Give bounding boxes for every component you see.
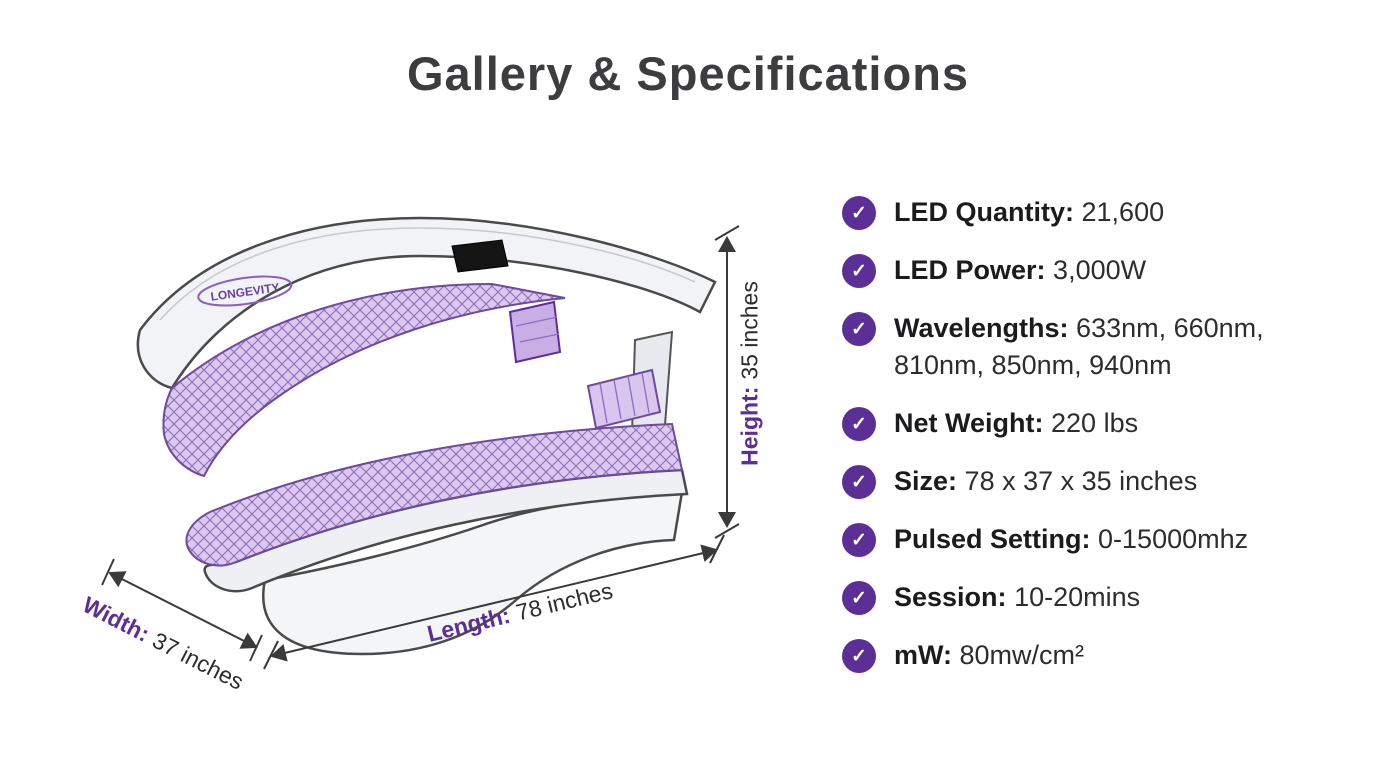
- spec-item: ✓ mW: 80mw/cm²: [842, 637, 1328, 674]
- spec-label: Pulsed Setting:: [894, 524, 1091, 554]
- spec-text: mW: 80mw/cm²: [894, 637, 1084, 674]
- spec-text: LED Power: 3,000W: [894, 252, 1146, 289]
- width-dimension-arrow: [101, 558, 263, 662]
- spec-value: 220 lbs: [1051, 408, 1139, 438]
- height-label-key: Height:: [736, 386, 763, 466]
- spec-text: Wavelengths: 633nm, 660nm, 810nm, 850nm,…: [894, 310, 1328, 384]
- spec-text: LED Quantity: 21,600: [894, 194, 1164, 231]
- page-title: Gallery & Specifications: [406, 47, 970, 100]
- spec-item: ✓ Pulsed Setting: 0-15000mhz: [842, 521, 1328, 558]
- length-dimension-arrow: [263, 534, 725, 670]
- spec-text: Session: 10-20mins: [894, 579, 1140, 616]
- canopy-highlight: [159, 227, 696, 321]
- control-tablet: [451, 239, 509, 273]
- spec-value: 0-15000mhz: [1098, 524, 1249, 554]
- spec-label: LED Power:: [894, 255, 1046, 285]
- bed-bench-led-panel: [185, 422, 684, 567]
- spec-item: ✓ LED Quantity: 21,600: [842, 194, 1328, 231]
- check-icon: ✓: [842, 196, 876, 230]
- product-illustration: LONGEVITY: [60, 190, 780, 710]
- therapy-bed-drawing: LONGEVITY: [101, 216, 740, 670]
- spec-label: Size:: [894, 466, 958, 496]
- spec-value: 80mw/cm²: [959, 640, 1085, 670]
- spec-value: 21,600: [1081, 197, 1165, 227]
- check-icon: ✓: [842, 312, 876, 346]
- spec-item: ✓ LED Power: 3,000W: [842, 252, 1328, 289]
- spec-item: ✓ Wavelengths: 633nm, 660nm, 810nm, 850n…: [842, 310, 1328, 384]
- canopy-inner-screen: [508, 300, 562, 364]
- check-icon: ✓: [842, 254, 876, 288]
- spec-label: LED Quantity:: [894, 197, 1074, 227]
- check-icon: ✓: [842, 465, 876, 499]
- spec-text: Size: 78 x 37 x 35 inches: [894, 463, 1197, 500]
- height-dimension-label: Height: 35 inches: [737, 272, 764, 476]
- spec-label: mW:: [894, 640, 952, 670]
- spec-value: 3,000W: [1053, 255, 1147, 285]
- spec-value: 10-20mins: [1014, 582, 1141, 612]
- check-icon: ✓: [842, 407, 876, 441]
- spec-list: ✓ LED Quantity: 21,600 ✓ LED Power: 3,00…: [842, 194, 1328, 695]
- grille-lines: [599, 372, 650, 424]
- check-icon: ✓: [842, 581, 876, 615]
- spec-label: Wavelengths:: [894, 313, 1069, 343]
- spec-item: ✓ Session: 10-20mins: [842, 579, 1328, 616]
- height-label-value: 35 inches: [736, 281, 763, 380]
- check-icon: ✓: [842, 523, 876, 557]
- screen-lines: [515, 316, 560, 343]
- spec-item: ✓ Size: 78 x 37 x 35 inches: [842, 463, 1328, 500]
- spec-value: 633nm, 660nm, 810nm, 850nm, 940nm: [894, 313, 1264, 380]
- check-icon: ✓: [842, 639, 876, 673]
- spec-item: ✓ Net Weight: 220 lbs: [842, 405, 1328, 442]
- spec-text: Net Weight: 220 lbs: [894, 405, 1138, 442]
- spec-value: 78 x 37 x 35 inches: [964, 466, 1198, 496]
- spec-text: Pulsed Setting: 0-15000mhz: [894, 521, 1248, 558]
- bed-canopy: [136, 216, 717, 390]
- spec-label: Net Weight:: [894, 408, 1044, 438]
- bed-canopy-led-panel: [162, 282, 566, 478]
- height-dimension-arrow: [714, 225, 740, 539]
- bed-foot-grille: [586, 368, 662, 430]
- spec-label: Session:: [894, 582, 1007, 612]
